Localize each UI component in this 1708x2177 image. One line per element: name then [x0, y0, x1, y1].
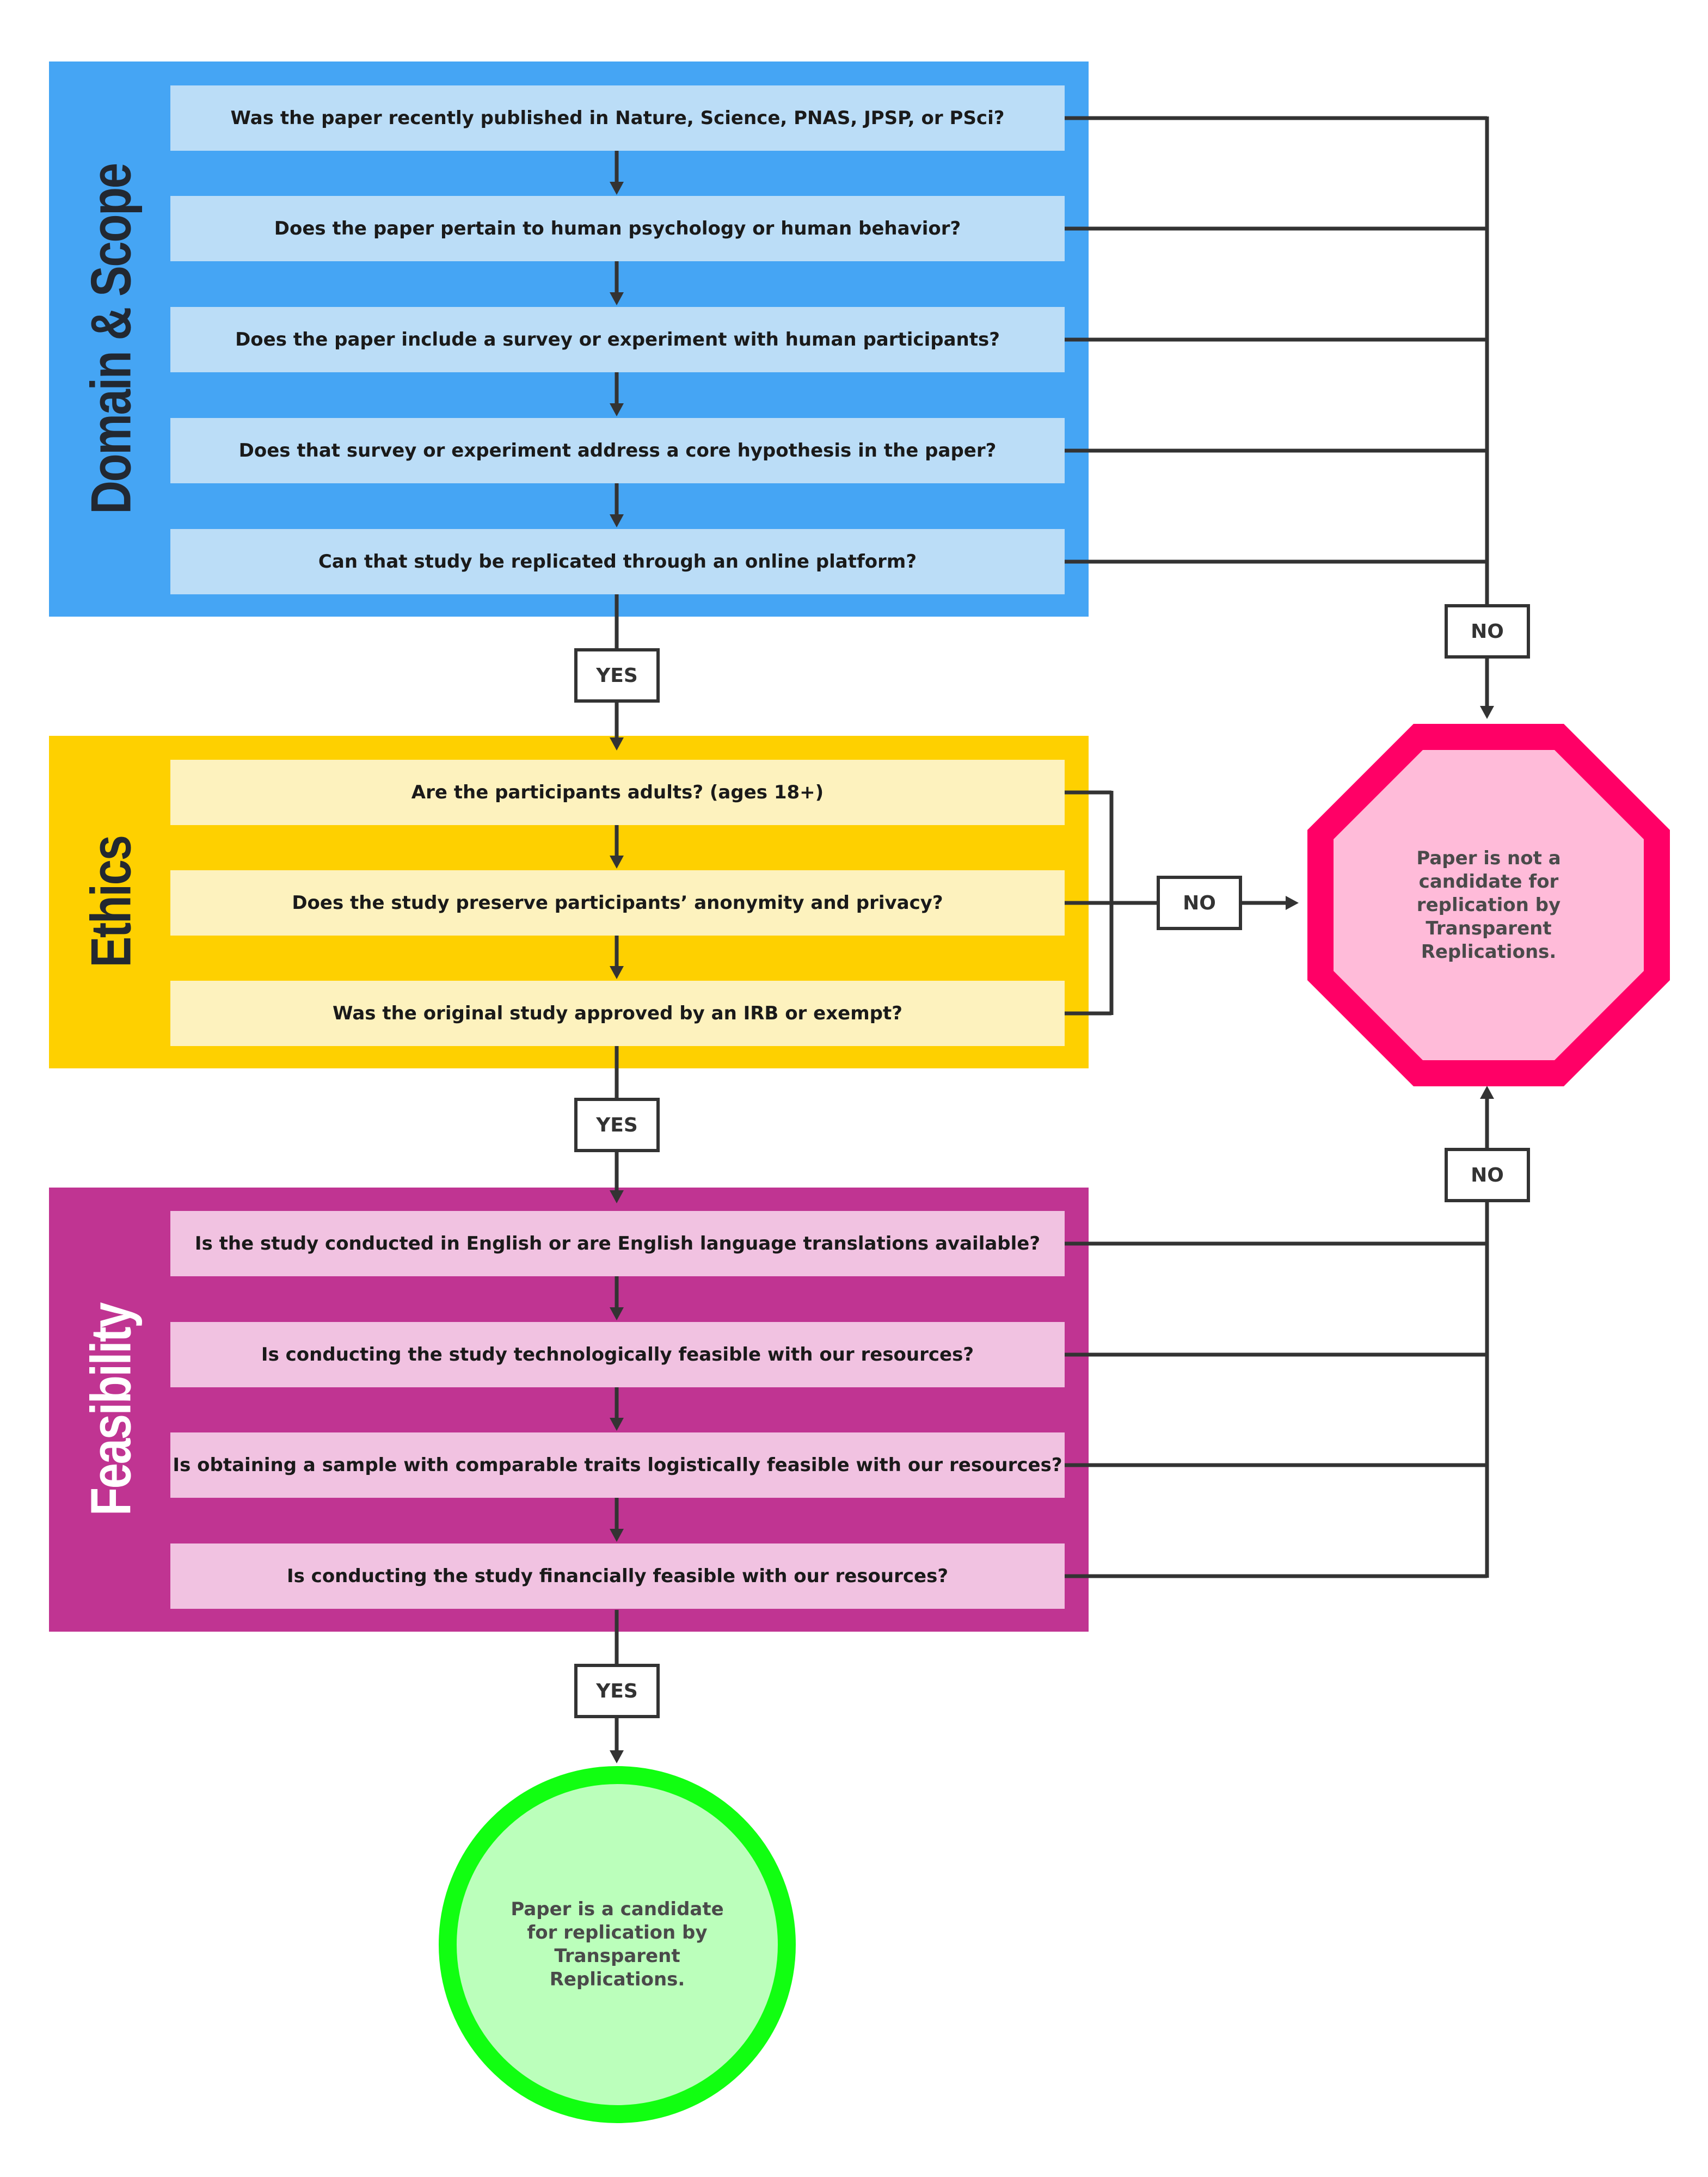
- yes-label-domain: YES: [574, 648, 660, 703]
- question-recent-publication: Was the paper recently published in Natu…: [170, 85, 1065, 151]
- question-financial-feasibility: Is conducting the study financially feas…: [170, 1543, 1065, 1609]
- question-irb-approval: Was the original study approved by an IR…: [170, 981, 1065, 1046]
- accept-outcome-text: Paper is a candidate for replication by …: [511, 1898, 724, 1990]
- yes-label-feasibility: YES: [574, 1664, 660, 1718]
- question-anonymity-privacy: Does the study preserve participants’ an…: [170, 870, 1065, 936]
- question-core-hypothesis: Does that survey or experiment address a…: [170, 418, 1065, 483]
- no-label-feasibility: NO: [1445, 1148, 1530, 1202]
- no-label-domain: NO: [1445, 604, 1530, 659]
- question-human-participants: Does the paper include a survey or exper…: [170, 307, 1065, 372]
- question-logistical-feasibility: Is obtaining a sample with comparable tr…: [170, 1432, 1065, 1498]
- reject-outcome-text: Paper is not a candidate for replication…: [1416, 847, 1561, 963]
- no-label-ethics: NO: [1157, 876, 1242, 930]
- question-technological-feasibility: Is conducting the study technologically …: [170, 1322, 1065, 1387]
- question-english-language: Is the study conducted in English or are…: [170, 1211, 1065, 1276]
- yes-label-ethics: YES: [574, 1098, 660, 1152]
- question-online-platform: Can that study be replicated through an …: [170, 529, 1065, 594]
- stop-sign-octagon: [1307, 724, 1670, 1086]
- question-adult-participants: Are the participants adults? (ages 18+): [170, 760, 1065, 825]
- question-human-psychology: Does the paper pertain to human psycholo…: [170, 196, 1065, 261]
